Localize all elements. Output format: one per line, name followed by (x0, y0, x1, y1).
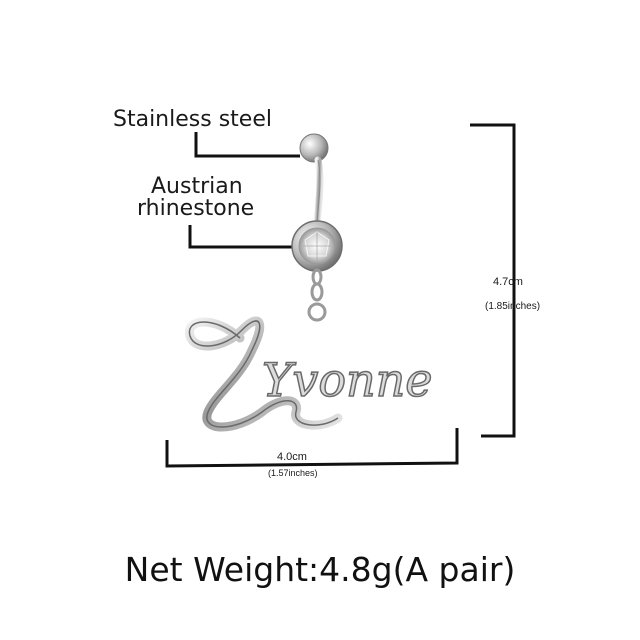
width-inches-label: (1.57inches) (268, 468, 318, 478)
label-stainless-steel: Stainless steel (113, 107, 272, 132)
pendant-lettering: Yvonne (262, 353, 433, 407)
chain-links (307, 268, 327, 322)
width-cm-label: 4.0cm (277, 451, 307, 463)
net-weight-caption: Net Weight:4.8g(A pair) (124, 550, 516, 589)
width-dimension-bracket (165, 428, 459, 468)
rhinestone (291, 220, 343, 272)
label-austrian: Austrian (151, 174, 243, 199)
height-inches-label: (1.85inches) (485, 301, 541, 312)
name-pendant: Yvonne (185, 316, 433, 432)
height-dimension-bracket (470, 123, 516, 438)
label-rhinestone: rhinestone (137, 196, 255, 221)
leader-line-steel (194, 132, 300, 158)
top-ball (299, 133, 329, 163)
curved-bar (313, 156, 324, 226)
leader-line-rhinestone (188, 225, 292, 249)
height-cm-label: 4.7cm (493, 276, 523, 288)
